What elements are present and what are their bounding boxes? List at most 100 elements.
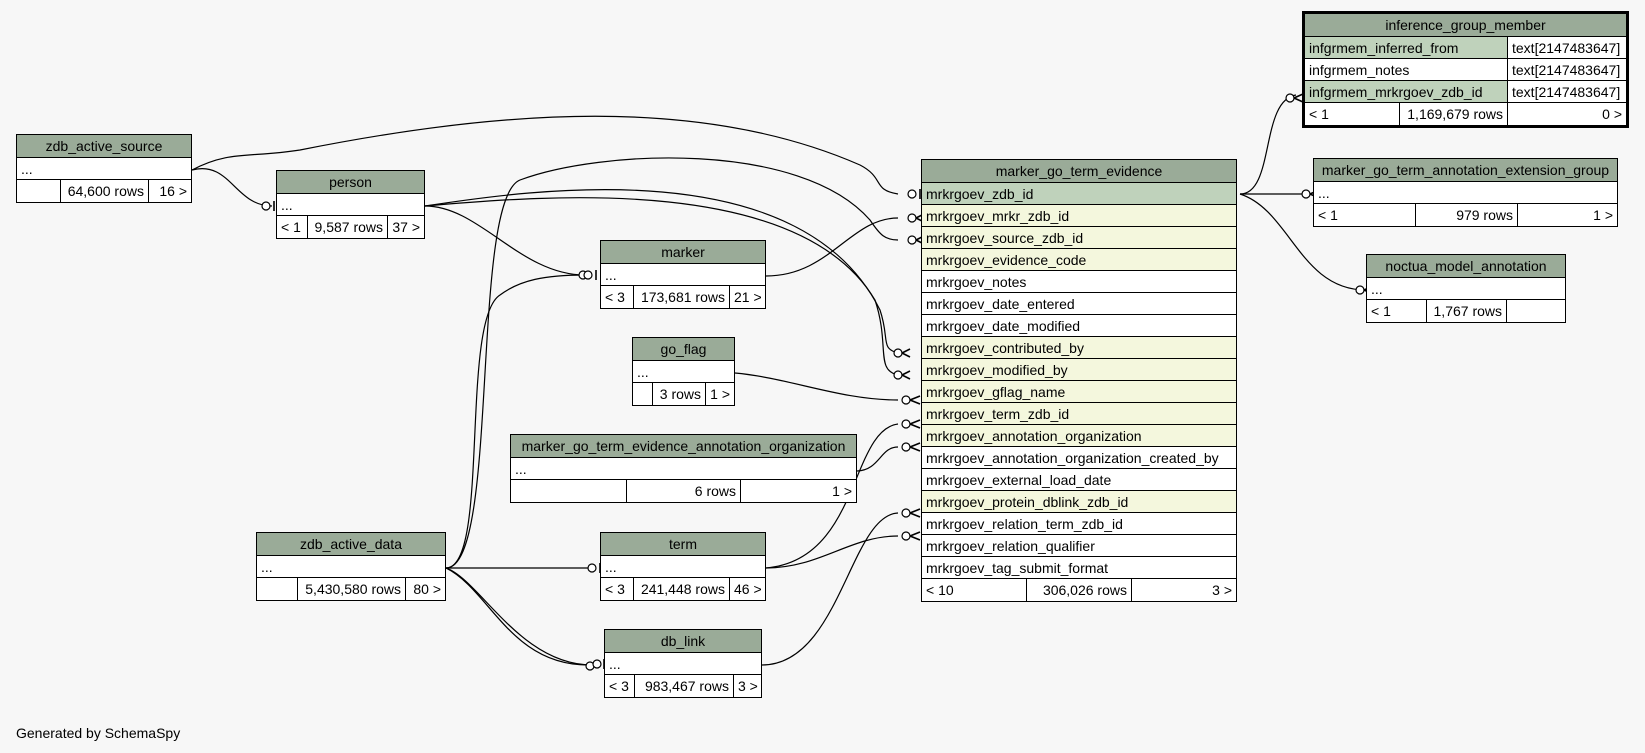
edge-zdb-active-source-mgte-zdb-id <box>191 115 899 195</box>
edge-term-relation-term-zdb-id <box>765 535 899 569</box>
table-row: ... <box>605 653 761 675</box>
column-mrkrgoev-mrkr-zdb-id[interactable]: mrkrgoev_mrkr_zdb_id <box>922 205 1236 227</box>
table-marker-go-term-evidence[interactable]: marker_go_term_evidence mrkrgoev_zdb_id … <box>921 159 1237 602</box>
column-name: infgrmem_mrkrgoev_zdb_id <box>1305 81 1508 102</box>
column-mrkrgoev-evidence-code[interactable]: mrkrgoev_evidence_code <box>922 249 1236 271</box>
table-title[interactable]: db_link <box>605 630 761 653</box>
table-title[interactable]: inference_group_member <box>1305 14 1626 37</box>
table-title[interactable]: marker_go_term_evidence <box>922 160 1236 183</box>
table-title[interactable]: zdb_active_source <box>17 135 191 158</box>
stat-parents[interactable]: < 1 <box>1367 300 1427 322</box>
column-mrkrgoev-term-zdb-id[interactable]: mrkrgoev_term_zdb_id <box>922 403 1236 425</box>
table-stats: < 10 306,026 rows 3 > <box>922 579 1236 601</box>
stat-children[interactable]: 1 > <box>832 483 852 499</box>
stat-children <box>1507 300 1565 322</box>
stat-rows: 979 rows <box>1416 204 1518 226</box>
table-annotation-extension-group[interactable]: marker_go_term_annotation_extension_grou… <box>1313 158 1618 227</box>
table-stats: < 3 983,467 rows 3 > <box>605 675 761 697</box>
table-term[interactable]: term ... < 3 241,448 rows 46 > <box>600 532 766 601</box>
column-mrkrgoev-modified-by[interactable]: mrkrgoev_modified_by <box>922 359 1236 381</box>
table-stats: < 1 979 rows 1 > <box>1314 204 1617 226</box>
column-mrkrgoev-protein-dblink-zdb-id[interactable]: mrkrgoev_protein_dblink_zdb_id <box>922 491 1236 513</box>
table-noctua-model-annotation[interactable]: noctua_model_annotation ... < 1 1,767 ro… <box>1366 254 1566 323</box>
table-stats: 6 rows 1 > <box>511 480 856 502</box>
stat-parents[interactable]: < 3 <box>601 286 634 308</box>
edge-mgte-nma <box>1239 193 1367 291</box>
table-go-flag[interactable]: go_flag ... 3 rows 1 > <box>632 337 735 406</box>
stat-rows: 306,026 rows <box>1027 579 1132 601</box>
stat-children[interactable]: 3 > <box>1212 582 1232 598</box>
stat-rows: 1,767 rows <box>1427 300 1507 322</box>
column-name: infgrmem_inferred_from <box>1305 37 1508 58</box>
column-mrkrgoev-notes[interactable]: mrkrgoev_notes <box>922 271 1236 293</box>
column-infgrmem-notes[interactable]: infgrmem_notes text[2147483647] <box>1305 59 1626 81</box>
table-annotation-organization[interactable]: marker_go_term_evidence_annotation_organ… <box>510 434 857 503</box>
column-mrkrgoev-date-modified[interactable]: mrkrgoev_date_modified <box>922 315 1236 337</box>
table-row: ... <box>601 264 765 286</box>
stat-parents <box>257 578 298 600</box>
stat-parents <box>17 180 61 202</box>
stat-children[interactable]: 1 > <box>1593 207 1613 223</box>
column-mrkrgoev-annotation-organization[interactable]: mrkrgoev_annotation_organization <box>922 425 1236 447</box>
column-infgrmem-mrkrgoev-zdb-id[interactable]: infgrmem_mrkrgoev_zdb_id text[2147483647… <box>1305 81 1626 103</box>
stat-parents[interactable]: < 1 <box>1314 204 1416 226</box>
table-title[interactable]: term <box>601 533 765 556</box>
stat-parents[interactable]: < 1 <box>1305 103 1400 125</box>
table-db-link[interactable]: db_link ... < 3 983,467 rows 3 > <box>604 629 762 698</box>
column-mrkrgoev-gflag-name[interactable]: mrkrgoev_gflag_name <box>922 381 1236 403</box>
column-mrkrgoev-zdb-id[interactable]: mrkrgoev_zdb_id <box>922 183 1236 205</box>
stat-parents[interactable]: < 3 <box>601 578 634 600</box>
stat-children[interactable]: 21 > <box>734 289 762 305</box>
table-title[interactable]: zdb_active_data <box>257 533 445 556</box>
stat-children[interactable]: 0 > <box>1602 106 1622 122</box>
stat-children[interactable]: 3 > <box>738 678 758 694</box>
stat-rows: 9,587 rows <box>308 216 388 238</box>
edge-zdb-active-data-source-zdb-id <box>445 157 899 569</box>
table-stats: < 1 1,169,679 rows 0 > <box>1305 103 1626 125</box>
edge-go-flag-gflag-name <box>734 372 899 401</box>
column-mrkrgoev-external-load-date[interactable]: mrkrgoev_external_load_date <box>922 469 1236 491</box>
stat-parents[interactable]: < 1 <box>277 216 308 238</box>
table-row: ... <box>1367 278 1565 300</box>
generated-by-label: Generated by SchemaSpy <box>16 725 181 741</box>
stat-children[interactable]: 1 > <box>710 386 730 402</box>
stat-children[interactable]: 16 > <box>159 183 187 199</box>
stat-rows: 5,430,580 rows <box>298 578 406 600</box>
table-person[interactable]: person ... < 1 9,587 rows 37 > <box>276 170 425 239</box>
table-title[interactable]: marker <box>601 241 765 264</box>
table-row: ... <box>277 194 424 216</box>
table-inference-group-member[interactable]: inference_group_member infgrmem_inferred… <box>1302 11 1629 128</box>
table-zdb-active-data[interactable]: zdb_active_data ... 5,430,580 rows 80 > <box>256 532 446 601</box>
column-mrkrgoev-relation-term-zdb-id[interactable]: mrkrgoev_relation_term_zdb_id <box>922 513 1236 535</box>
table-title[interactable]: marker_go_term_evidence_annotation_organ… <box>511 435 856 458</box>
column-type: text[2147483647] <box>1508 81 1626 102</box>
stat-parents[interactable]: < 10 <box>922 579 1027 601</box>
table-stats: 3 rows 1 > <box>633 383 734 405</box>
table-title[interactable]: noctua_model_annotation <box>1367 255 1565 278</box>
stat-parents <box>633 383 653 405</box>
column-type: text[2147483647] <box>1508 37 1626 58</box>
table-marker[interactable]: marker ... < 3 173,681 rows 21 > <box>600 240 766 309</box>
column-mrkrgoev-date-entered[interactable]: mrkrgoev_date_entered <box>922 293 1236 315</box>
stat-children[interactable]: 46 > <box>734 581 762 597</box>
stat-rows: 1,169,679 rows <box>1400 103 1508 125</box>
table-row: ... <box>17 158 191 180</box>
column-mrkrgoev-tag-submit-format[interactable]: mrkrgoev_tag_submit_format <box>922 557 1236 579</box>
column-mrkrgoev-annotation-organization-created-by[interactable]: mrkrgoev_annotation_organization_created… <box>922 447 1236 469</box>
column-mrkrgoev-contributed-by[interactable]: mrkrgoev_contributed_by <box>922 337 1236 359</box>
table-title[interactable]: go_flag <box>633 338 734 361</box>
table-title[interactable]: marker_go_term_annotation_extension_grou… <box>1314 159 1617 182</box>
column-infgrmem-inferred-from[interactable]: infgrmem_inferred_from text[2147483647] <box>1305 37 1626 59</box>
table-stats: 64,600 rows 16 > <box>17 180 191 202</box>
column-mrkrgoev-source-zdb-id[interactable]: mrkrgoev_source_zdb_id <box>922 227 1236 249</box>
stat-children[interactable]: 37 > <box>392 219 420 235</box>
table-title[interactable]: person <box>277 171 424 194</box>
stat-children[interactable]: 80 > <box>413 581 441 597</box>
table-zdb-active-source[interactable]: zdb_active_source ... 64,600 rows 16 > <box>16 134 192 203</box>
table-stats: < 1 9,587 rows 37 > <box>277 216 424 238</box>
stat-parents[interactable]: < 3 <box>605 675 635 697</box>
edge-person-contributed-by <box>424 189 899 354</box>
column-mrkrgoev-relation-qualifier[interactable]: mrkrgoev_relation_qualifier <box>922 535 1236 557</box>
edge-person-marker <box>424 205 586 276</box>
